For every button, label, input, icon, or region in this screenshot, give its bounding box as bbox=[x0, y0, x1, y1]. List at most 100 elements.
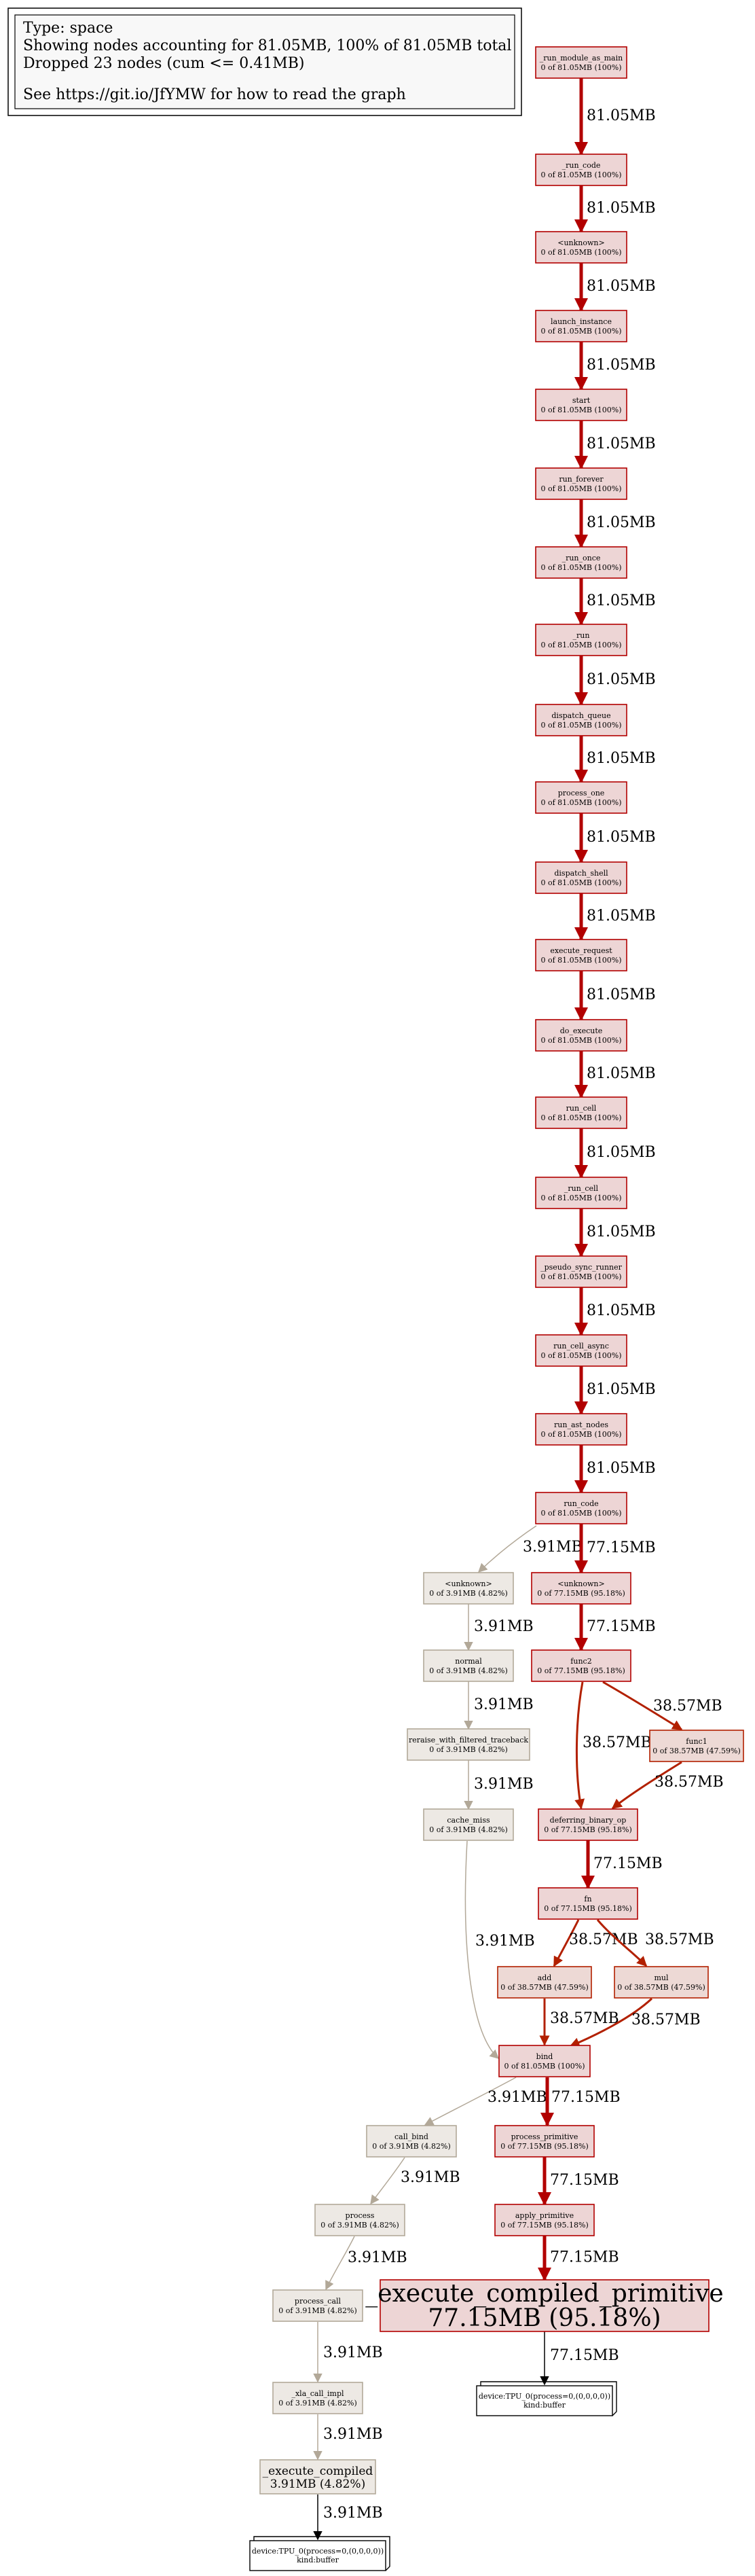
leaf-node-L2: device:TPU_0(process=0,(0,0,0,0))kind:bu… bbox=[249, 2536, 390, 2571]
node-memory-value: 0 of 81.05MB (100%) bbox=[540, 1113, 621, 1122]
node-memory-value: 0 of 81.05MB (100%) bbox=[540, 484, 621, 493]
node-memory-value: 0 of 3.91MB (4.82%) bbox=[320, 2221, 399, 2230]
node-memory-value: 0 of 81.05MB (100%) bbox=[540, 878, 621, 887]
node-function-name: run_cell bbox=[566, 1104, 597, 1113]
node-n24: fn0 of 77.15MB (95.18%) bbox=[538, 1887, 638, 1920]
node-function-name: process_primitive bbox=[511, 2132, 578, 2141]
node-box bbox=[535, 1255, 627, 1288]
leaf-label: device:TPU_0(process=0,(0,0,0,0)) bbox=[252, 2547, 384, 2556]
node-box bbox=[531, 1649, 631, 1682]
leaf-label: kind:buffer bbox=[297, 2556, 339, 2564]
edge-n24-n25 bbox=[553, 1919, 580, 1967]
node-memory-value: 0 of 81.05MB (100%) bbox=[540, 1509, 621, 1518]
node-function-name: add bbox=[538, 1973, 552, 1982]
node-memory-value: 0 of 81.05MB (100%) bbox=[540, 563, 621, 572]
node-memory-value: 0 of 81.05MB (100%) bbox=[540, 721, 621, 730]
node-function-name: <unknown> bbox=[557, 238, 604, 247]
node-function-name: run_code bbox=[564, 1499, 598, 1508]
node-function-name: _xla_call_impl bbox=[291, 2389, 344, 2398]
node-memory-value: 0 of 81.05MB (100%) bbox=[540, 327, 621, 336]
node-box bbox=[366, 2125, 457, 2158]
edge-label: 77.15MB bbox=[550, 2249, 619, 2266]
node-box bbox=[535, 46, 627, 79]
node-function-name: cache_miss bbox=[447, 1816, 490, 1825]
node-memory-value: 0 of 77.15MB (95.18%) bbox=[544, 1904, 632, 1913]
node-memory-value: 0 of 77.15MB (95.18%) bbox=[544, 1825, 632, 1834]
node-box bbox=[535, 939, 627, 971]
edge-n21-n23 bbox=[574, 1681, 585, 1810]
node-memory-value: 0 of 3.91MB (4.82%) bbox=[278, 2306, 357, 2315]
node-memory-value: 0 of 77.15MB (95.18%) bbox=[500, 2221, 589, 2230]
edge-label: 81.05MB bbox=[587, 435, 656, 452]
edge-label: 81.05MB bbox=[587, 908, 656, 925]
legend-box: Type: space Showing nodes accounting for… bbox=[7, 7, 522, 116]
node-box bbox=[614, 1966, 709, 1999]
node-box bbox=[272, 2289, 363, 2322]
node-function-name: <unknown> bbox=[557, 1579, 604, 1588]
node-box bbox=[538, 1887, 638, 1920]
leaf-box-depth bbox=[480, 2381, 617, 2416]
leaf-node-L1: device:TPU_0(process=0,(0,0,0,0))kind:bu… bbox=[476, 2381, 617, 2416]
node-function-name: mul bbox=[654, 1973, 669, 1982]
edge-label: 38.57MB bbox=[550, 2010, 619, 2027]
node-box bbox=[535, 1019, 627, 1052]
node-memory-value: 0 of 81.05MB (100%) bbox=[540, 248, 621, 257]
node-box bbox=[407, 1728, 530, 1761]
edge-label: 38.57MB bbox=[645, 1931, 714, 1948]
edge-label: 81.05MB bbox=[587, 750, 656, 767]
edge-label: 77.15MB bbox=[587, 1618, 656, 1635]
edge-n21-n22 bbox=[602, 1681, 683, 1731]
node-memory-value: 0 of 81.05MB (100%) bbox=[540, 1036, 621, 1045]
node-memory-value: 0 of 77.15MB (95.18%) bbox=[500, 2142, 589, 2151]
node-box bbox=[535, 1177, 627, 1209]
leaf-label: kind:buffer bbox=[523, 2401, 566, 2410]
node-n23: deferring_binary_op0 of 77.15MB (95.18%) bbox=[538, 1808, 638, 1841]
node-memory-value: 0 of 81.05MB (100%) bbox=[540, 641, 621, 649]
node-box bbox=[535, 467, 627, 500]
edge-label: 81.05MB bbox=[587, 1381, 656, 1398]
node-function-name: _execute_compiled_primitive bbox=[365, 2280, 723, 2308]
node-memory-value: 0 of 3.91MB (4.82%) bbox=[429, 1666, 508, 1675]
node-memory-value: 77.15MB (95.18%) bbox=[428, 2304, 661, 2332]
node-function-name: func1 bbox=[686, 1737, 707, 1746]
edge-label: 77.15MB bbox=[593, 1855, 663, 1872]
edge-label: 3.91MB bbox=[475, 1933, 535, 1950]
node-function-name: normal bbox=[455, 1657, 482, 1666]
node-function-name: call_bind bbox=[394, 2132, 428, 2141]
node-memory-value: 0 of 3.91MB (4.82%) bbox=[429, 1745, 508, 1754]
node-box bbox=[272, 2382, 363, 2414]
node-box bbox=[538, 1808, 638, 1841]
edge-label: 81.05MB bbox=[587, 829, 656, 846]
node-function-name: <unknown> bbox=[445, 1579, 492, 1588]
leaf-box-depth bbox=[253, 2536, 390, 2571]
edge-label: 38.57MB bbox=[655, 1774, 724, 1791]
legend-line-3: Dropped 23 nodes (cum <= 0.41MB) bbox=[23, 55, 305, 72]
legend-line-1: Type: space bbox=[23, 20, 113, 37]
edge-label: 81.05MB bbox=[587, 986, 656, 1003]
node-function-name: run_cell_async bbox=[553, 1342, 609, 1350]
node-memory-value: 0 of 81.05MB (100%) bbox=[504, 2062, 585, 2071]
node-function-name: _pseudo_sync_runner bbox=[540, 1263, 623, 1272]
node-box bbox=[423, 1808, 514, 1841]
node-memory-value: 0 of 81.05MB (100%) bbox=[540, 63, 621, 72]
edge-label: 3.91MB bbox=[401, 2169, 460, 2186]
